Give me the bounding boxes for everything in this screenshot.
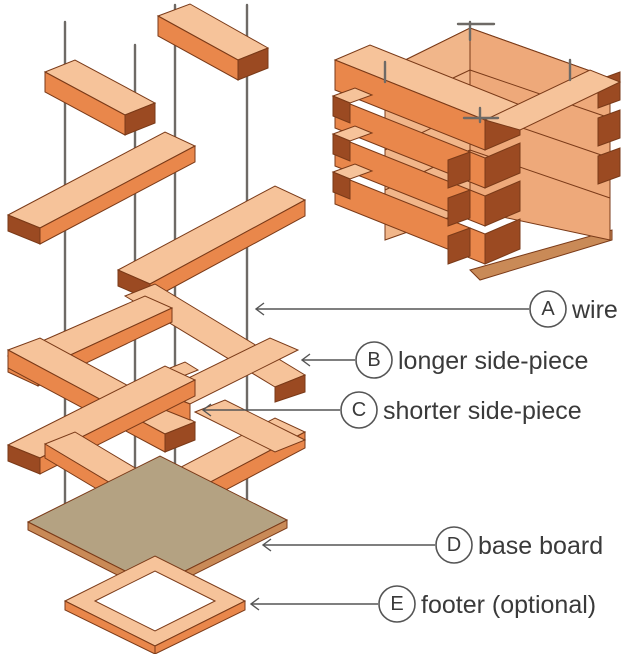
- assembled-base-board: [469, 229, 613, 281]
- shorter-side-piece-top-right: [156, 3, 270, 81]
- callout-circle-e: [378, 585, 416, 623]
- leader-arrow-footer: [249, 597, 260, 611]
- callout-letter-e: E: [390, 593, 403, 615]
- leader-arrow-longer: [300, 353, 311, 367]
- leader-arrow-base: [261, 538, 272, 552]
- longer-side-piece-upper-right: [116, 185, 307, 301]
- longer-side-piece-upper-left: [6, 131, 197, 245]
- callout-longer-side-piece: B longer side-piece: [300, 341, 588, 379]
- callout-shorter-side-piece: C shorter side-piece: [201, 391, 582, 429]
- leader-arrow-shorter: [201, 403, 212, 417]
- callout-circle-c: [340, 391, 378, 429]
- callout-text-longer: longer side-piece: [398, 347, 588, 375]
- assembled-planter: [331, 20, 622, 281]
- callout-text-wire: wire: [571, 296, 618, 324]
- callout-wire: A wire: [254, 290, 618, 328]
- callout-letter-a: A: [541, 298, 555, 320]
- leader-arrow-wire: [254, 302, 265, 316]
- callout-footer: E footer (optional): [249, 585, 596, 623]
- callout-circle-a: [529, 290, 567, 328]
- callout-letter-d: D: [447, 534, 461, 556]
- callout-letter-b: B: [367, 349, 380, 371]
- callout-circle-b: [355, 341, 393, 379]
- callout-circle-d: [435, 526, 473, 564]
- callout-base-board: D base board: [261, 526, 603, 564]
- shorter-side-piece-top-left: [43, 59, 157, 136]
- callout-text-base: base board: [478, 532, 603, 560]
- callout-text-shorter: shorter side-piece: [383, 397, 582, 425]
- callout-letter-c: C: [352, 399, 366, 421]
- callout-text-footer: footer (optional): [421, 591, 596, 619]
- footer-frame: [63, 555, 247, 654]
- assembled-right-top-log: [483, 69, 622, 131]
